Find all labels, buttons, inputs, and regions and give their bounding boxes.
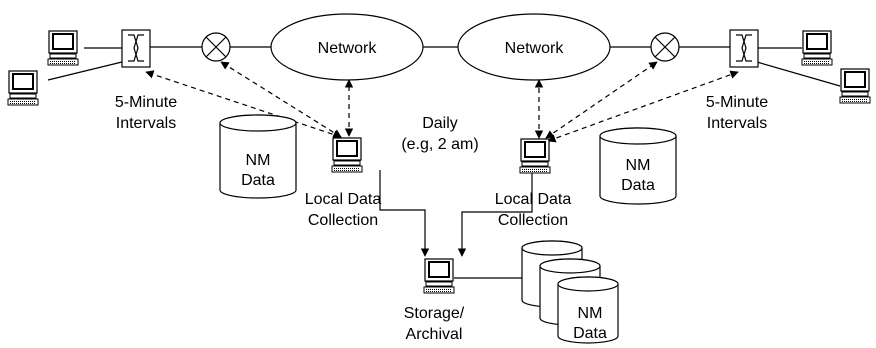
interval-right-line1: 5-Minute <box>706 94 768 111</box>
network-right: Network <box>457 13 611 81</box>
network-left: Network <box>270 13 424 81</box>
computer-icon <box>423 258 455 294</box>
connections <box>47 46 841 279</box>
computer-icon <box>7 70 39 106</box>
poll-arrow-right-switch <box>547 70 739 143</box>
network-left-label: Network <box>318 40 378 57</box>
database-icon <box>599 127 677 205</box>
switch-icon <box>729 29 759 68</box>
nm-data-right-line2: Data <box>621 177 655 194</box>
interval-left-line2: Intervals <box>116 115 176 132</box>
poll-arrow-left-router <box>220 61 342 138</box>
storage-label-line1: Storage/ <box>404 305 465 322</box>
local-collection-left-line1: Local Data <box>305 191 382 208</box>
router-icon <box>201 32 231 62</box>
daily-line2: (e.g, 2 am) <box>401 136 478 153</box>
computer-icon <box>839 68 871 104</box>
nm-data-left-line2: Data <box>241 172 275 189</box>
local-collection-right-line1: Local Data <box>495 191 572 208</box>
nm-data-right-line1: NM <box>626 157 651 174</box>
nm-data-archive-line2: Data <box>573 325 607 342</box>
computer-icon <box>331 137 363 173</box>
nm-data-left-line1: NM <box>246 152 271 169</box>
switch-icon <box>121 29 151 68</box>
polling-arrows <box>145 61 739 143</box>
local-collection-right-line2: Collection <box>498 212 568 229</box>
interval-right-line2: Intervals <box>707 115 767 132</box>
daily-line1: Daily <box>422 115 458 132</box>
local-collection-left-line2: Collection <box>308 212 378 229</box>
database-icon <box>557 276 619 344</box>
router-icon <box>650 32 680 62</box>
link-switch-pc-right-2 <box>756 61 841 87</box>
interval-left-line1: 5-Minute <box>115 94 177 111</box>
computer-icon <box>801 30 833 66</box>
database-icon <box>219 114 297 199</box>
link-pc-switch-left-2 <box>47 61 123 81</box>
computer-icon <box>47 30 79 66</box>
computer-icon <box>519 138 551 174</box>
storage-label-line2: Archival <box>406 326 463 343</box>
nm-data-archive-line1: NM <box>578 305 603 322</box>
daily-arrow-right <box>457 173 533 257</box>
daily-arrow-left <box>379 170 430 257</box>
network-right-label: Network <box>505 40 565 57</box>
